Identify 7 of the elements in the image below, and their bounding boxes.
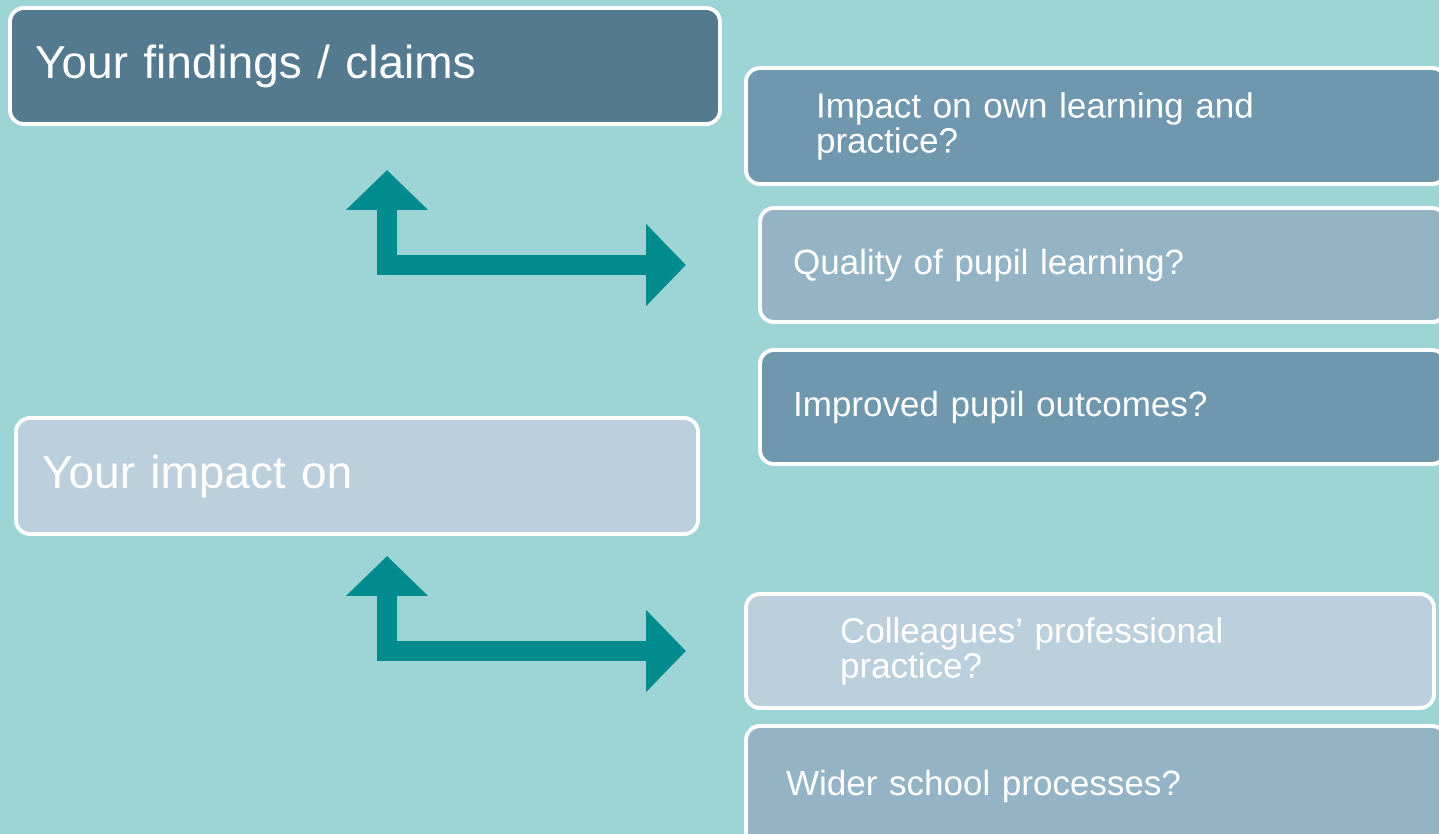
process-box: Impact on own learning and practice? [744,66,1439,186]
process-box: Colleagues’ professional practice? [744,592,1436,710]
process-box: Improved pupil outcomes? [758,348,1439,466]
process-box: Your impact on [14,416,700,536]
process-box: Quality of pupil learning? [758,206,1439,324]
process-box: Your findings / claims [8,6,722,126]
process-box: Wider school processes? [744,724,1439,834]
